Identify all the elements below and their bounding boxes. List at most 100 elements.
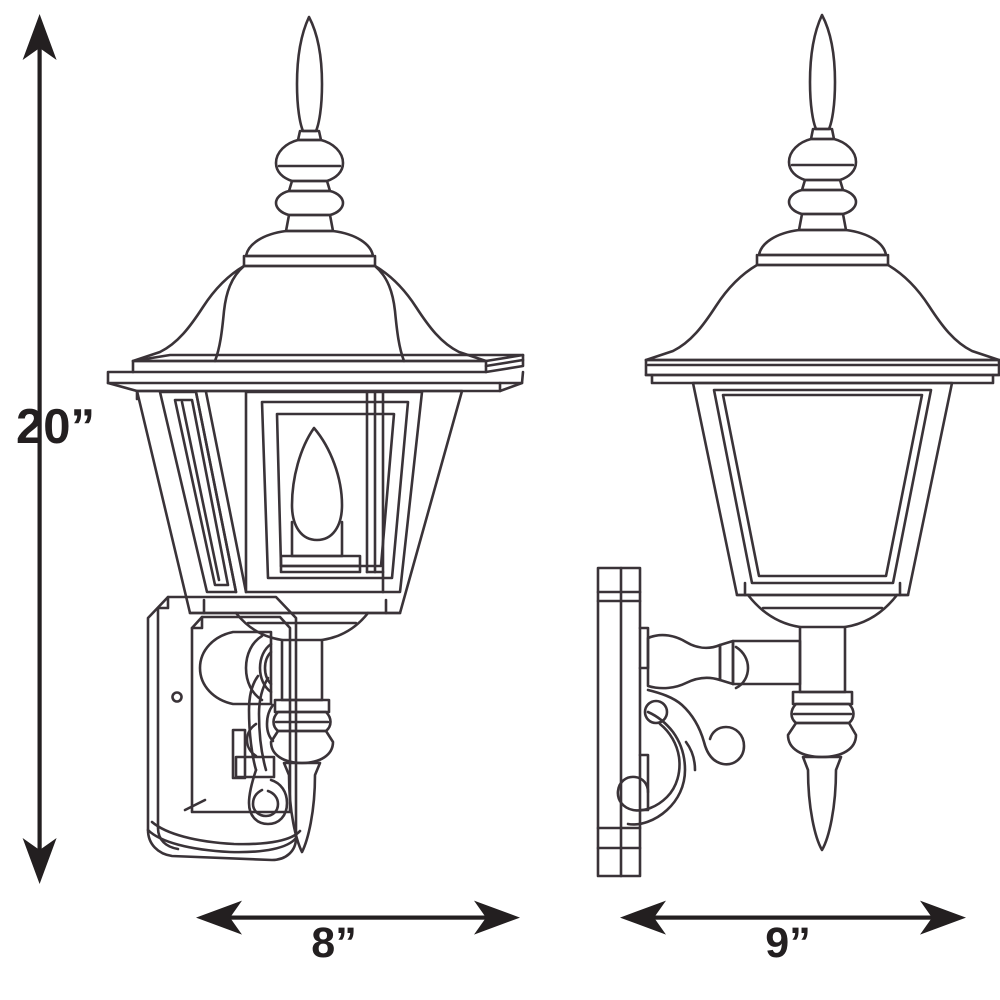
dome-hip-ridge-right (373, 264, 406, 363)
arm-shaped-collar (646, 633, 722, 690)
front-latch-assembly (231, 674, 289, 826)
side-neck-collar (746, 593, 899, 852)
finial-collar-upper (287, 179, 332, 193)
wall-plate-detail-line (183, 798, 207, 812)
dimension-line-vertical (37, 30, 42, 868)
cage-front-panel-glass (260, 400, 410, 580)
finial-base-cap (244, 229, 375, 258)
side-roof-cornice (644, 358, 1000, 385)
cornice-lower-lip (106, 370, 525, 385)
latch-hook-curl (247, 768, 289, 826)
side-wall-plate (596, 566, 650, 878)
dimension-height-20in (22, 14, 57, 884)
finial-neck-ring (296, 129, 323, 142)
arm-collar-ring (718, 639, 735, 686)
wall-plate-bottom-curve (146, 828, 298, 854)
front-roof-dome (131, 264, 488, 363)
scroll-inner-line (684, 740, 697, 772)
dimension-front-width-8in (196, 900, 520, 935)
side-finial-collar-ring (787, 188, 858, 216)
cage-interior-post-foot (365, 570, 385, 594)
wall-plate-corner-chamfer (156, 595, 170, 610)
side-lantern-cage (691, 381, 954, 597)
arm-shaft (731, 639, 802, 686)
finial-base-plinth (242, 254, 377, 268)
candle-bulb-flame (290, 426, 344, 542)
cornice-face (131, 359, 488, 374)
scroll-upper-curl (646, 688, 746, 766)
side-plate-profile (596, 566, 642, 878)
latch-mid-curve (245, 722, 258, 758)
side-view (596, 13, 1000, 878)
latch-hook-inner (251, 788, 280, 818)
knuckle-inner-arc-2 (258, 642, 273, 694)
dimension-side-depth-9in (620, 900, 966, 935)
cage-left-panel-bevel (180, 400, 221, 582)
latch-bracket-plate (234, 755, 276, 779)
scroll-lower-curl (616, 722, 681, 812)
scroll-main-sweep (626, 710, 687, 826)
side-neck-cylinder (798, 625, 847, 694)
neck-ring-upper (273, 698, 331, 714)
cornice-right-return (484, 353, 525, 374)
scroll-rosette (643, 699, 669, 725)
neck-bell (269, 729, 335, 765)
cage-front-panel-frame (244, 390, 424, 594)
dimension-label-height: 20” (16, 400, 95, 454)
side-dome-shell (644, 263, 1000, 362)
side-finial-neck-ring (809, 127, 836, 141)
wall-plate-edge-bevel (156, 606, 180, 851)
finial-collar-lower (284, 213, 335, 233)
cornice-top-bevel (131, 353, 525, 363)
side-bottom-drop-finial (801, 755, 843, 852)
side-finial-spire (808, 13, 837, 131)
wall-plate-inner-chamfer (190, 615, 204, 630)
neck-cylinder (280, 638, 324, 702)
arm-shaft-curve (734, 645, 750, 690)
cage-corner-mullion-2 (204, 390, 248, 594)
side-cage-bottom-sides (743, 581, 902, 597)
cage-bottom-plate-sides (202, 598, 388, 615)
latch-bracket-vertical (231, 728, 247, 780)
dome-shell (131, 264, 488, 363)
side-finial-base-plinth (755, 253, 890, 267)
side-neck-flare (746, 593, 899, 629)
front-lantern-cage (135, 389, 464, 615)
side-finial (755, 13, 890, 267)
front-view (106, 15, 525, 862)
side-cage-glass-panel (721, 393, 924, 578)
dome-hip-ridge-left (213, 264, 246, 363)
cornice-right-line (484, 358, 525, 368)
side-finial-collar-upper (800, 178, 845, 192)
front-finial (242, 15, 377, 268)
finial-spire (295, 15, 324, 133)
dimension-label-front-width: 8” (311, 919, 356, 967)
front-neck-collar (234, 611, 370, 854)
cage-front-panel-bevel (275, 412, 396, 568)
side-roof-dome (644, 263, 1000, 362)
dimension-line-horizontal-front (210, 915, 506, 920)
finial-urn (274, 138, 345, 183)
side-scroll-bracket (616, 688, 746, 826)
side-cage-frame-inner (712, 388, 933, 585)
dimension-line-horizontal-side (634, 915, 952, 920)
front-wall-plate (146, 595, 302, 862)
side-finial-urn (787, 137, 858, 182)
wall-plate-bottom-curve-2 (150, 820, 302, 846)
neck-flare (234, 611, 370, 642)
knuckle-inner-arc-1 (244, 634, 264, 702)
latch-pin-arc (265, 703, 275, 743)
side-neck-ring-upper (791, 690, 854, 706)
side-finial-collar-lower (797, 212, 848, 232)
knuckle-body (198, 630, 273, 706)
side-finial-base-cap (757, 228, 888, 257)
side-support-arm (646, 633, 802, 690)
cage-corner-mullion (194, 390, 238, 594)
side-cornice-face (644, 358, 1000, 377)
finial-collar-ring (274, 189, 345, 217)
wall-plate-mounting-hole (171, 691, 183, 703)
side-neck-bell (786, 721, 858, 759)
candle-socket-base (279, 554, 362, 574)
